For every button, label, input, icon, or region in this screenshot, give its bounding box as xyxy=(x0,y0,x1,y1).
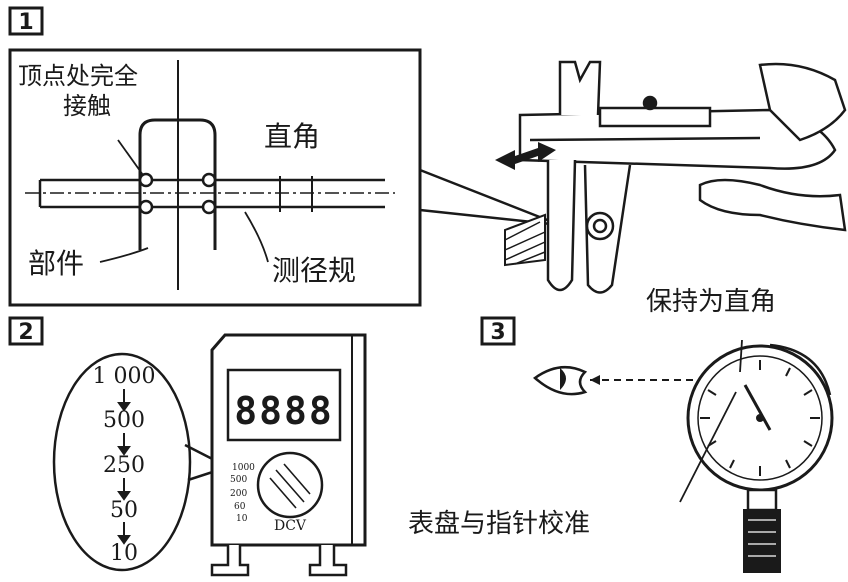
hatched-block xyxy=(504,213,546,267)
badge-1: 1 xyxy=(8,6,44,36)
range-list: 1 000 500 250 50 10 xyxy=(93,364,156,566)
gauge-needle xyxy=(743,384,772,431)
badge-2: 2 xyxy=(8,316,44,346)
svg-text:1: 1 xyxy=(18,10,33,35)
range-value: 50 xyxy=(110,498,138,523)
lcd-display xyxy=(226,368,342,442)
multimeter: 8888 1000 500 200 60 10 DCV xyxy=(210,333,367,577)
range-callout-oval xyxy=(52,352,192,572)
range-value: 10 xyxy=(110,541,138,566)
label-part: 部件 xyxy=(28,247,84,280)
dial-tick: 10 xyxy=(236,514,248,524)
move-arrow xyxy=(495,142,556,170)
foot-right xyxy=(308,545,348,577)
sight-arrow xyxy=(590,375,600,385)
dial-hatch xyxy=(269,463,311,509)
contact-point xyxy=(138,172,154,188)
dial-tick: 200 xyxy=(230,489,247,499)
contact-point xyxy=(201,199,217,215)
leader-keep-angle xyxy=(739,339,743,373)
leader-gauge xyxy=(244,211,269,263)
svg-text:3: 3 xyxy=(490,320,505,345)
badge-3: 3 xyxy=(480,316,516,346)
range-value: 250 xyxy=(103,453,145,478)
label-gauge: 测径规 xyxy=(272,254,356,287)
dial-tick-labels: 1000 500 200 60 10 xyxy=(230,463,255,524)
contact-point xyxy=(201,172,217,188)
dial-tick: 1000 xyxy=(232,463,255,473)
gauge-ticks xyxy=(700,360,820,476)
dial-tick: 500 xyxy=(230,475,247,485)
down-arrows xyxy=(117,389,131,545)
contact-point xyxy=(138,199,154,215)
leader-part xyxy=(99,247,149,263)
leader-contact xyxy=(117,139,144,176)
foot-left xyxy=(210,545,250,577)
label-keep-right-angle: 保持为直角 xyxy=(646,287,776,317)
lcd-digits: 8888 xyxy=(234,389,334,433)
mode-label: DCV xyxy=(274,518,307,534)
label-contact-line1: 顶点处完全 xyxy=(18,62,138,90)
part-shape xyxy=(138,118,217,250)
dial-gauge xyxy=(686,343,834,573)
label-contact-line2: 接触 xyxy=(63,92,111,120)
label-calibrate: 表盘与指针校准 xyxy=(408,509,590,539)
bezel-arrow xyxy=(769,343,832,396)
gauge-stem xyxy=(743,509,781,573)
caliper-illustration xyxy=(518,60,847,294)
leader-calibrate xyxy=(679,391,737,503)
dial-tick: 60 xyxy=(234,502,246,512)
range-value: 1 000 xyxy=(93,364,156,389)
svg-text:2: 2 xyxy=(18,320,33,345)
range-value: 500 xyxy=(103,408,145,433)
label-right-angle: 直角 xyxy=(264,120,320,153)
eye-icon xyxy=(532,365,588,396)
